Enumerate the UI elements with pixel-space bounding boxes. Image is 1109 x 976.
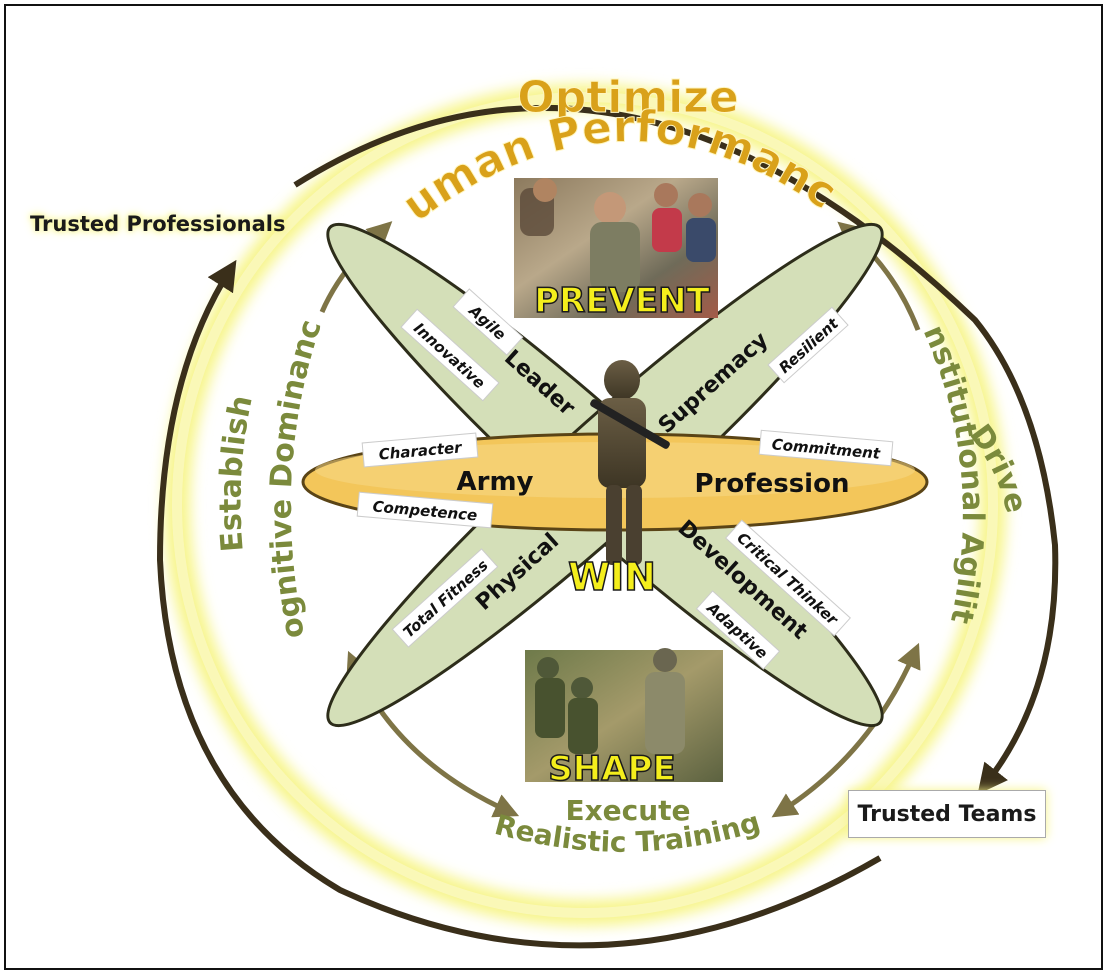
objective-establish: Establish bbox=[214, 393, 260, 554]
photo-prevent bbox=[514, 178, 718, 318]
stage-shape: SHAPE bbox=[548, 749, 675, 789]
outer-arrow-bottom bbox=[156, 259, 882, 949]
inner-arrow-lower-right bbox=[771, 642, 921, 818]
outer-ring-glow bbox=[164, 84, 1006, 926]
diagram-frame bbox=[4, 4, 1103, 970]
outer-arrow-top bbox=[293, 104, 1059, 795]
title-optimize: Optimize bbox=[517, 72, 738, 123]
stage-prevent: PREVENT bbox=[534, 281, 710, 321]
trusted-teams-box: Trusted Teams bbox=[848, 790, 1046, 838]
tag-competence: Competence bbox=[356, 491, 494, 529]
tag-character: Character bbox=[361, 432, 479, 468]
soldier-figure bbox=[590, 360, 670, 565]
trusted-professionals-label: Trusted Professionals bbox=[30, 212, 286, 236]
stage-win: WIN bbox=[568, 555, 656, 599]
trusted-teams-label: Trusted Teams bbox=[857, 801, 1037, 827]
objective-cognitive-dominance: Cognitive Dominance bbox=[0, 0, 329, 641]
label-army: Army bbox=[457, 467, 534, 497]
title-human-performance: Human Performance bbox=[0, 0, 846, 232]
photo-shape bbox=[525, 648, 723, 782]
objective-execute: Execute bbox=[565, 794, 690, 827]
label-profession: Profession bbox=[695, 469, 850, 499]
